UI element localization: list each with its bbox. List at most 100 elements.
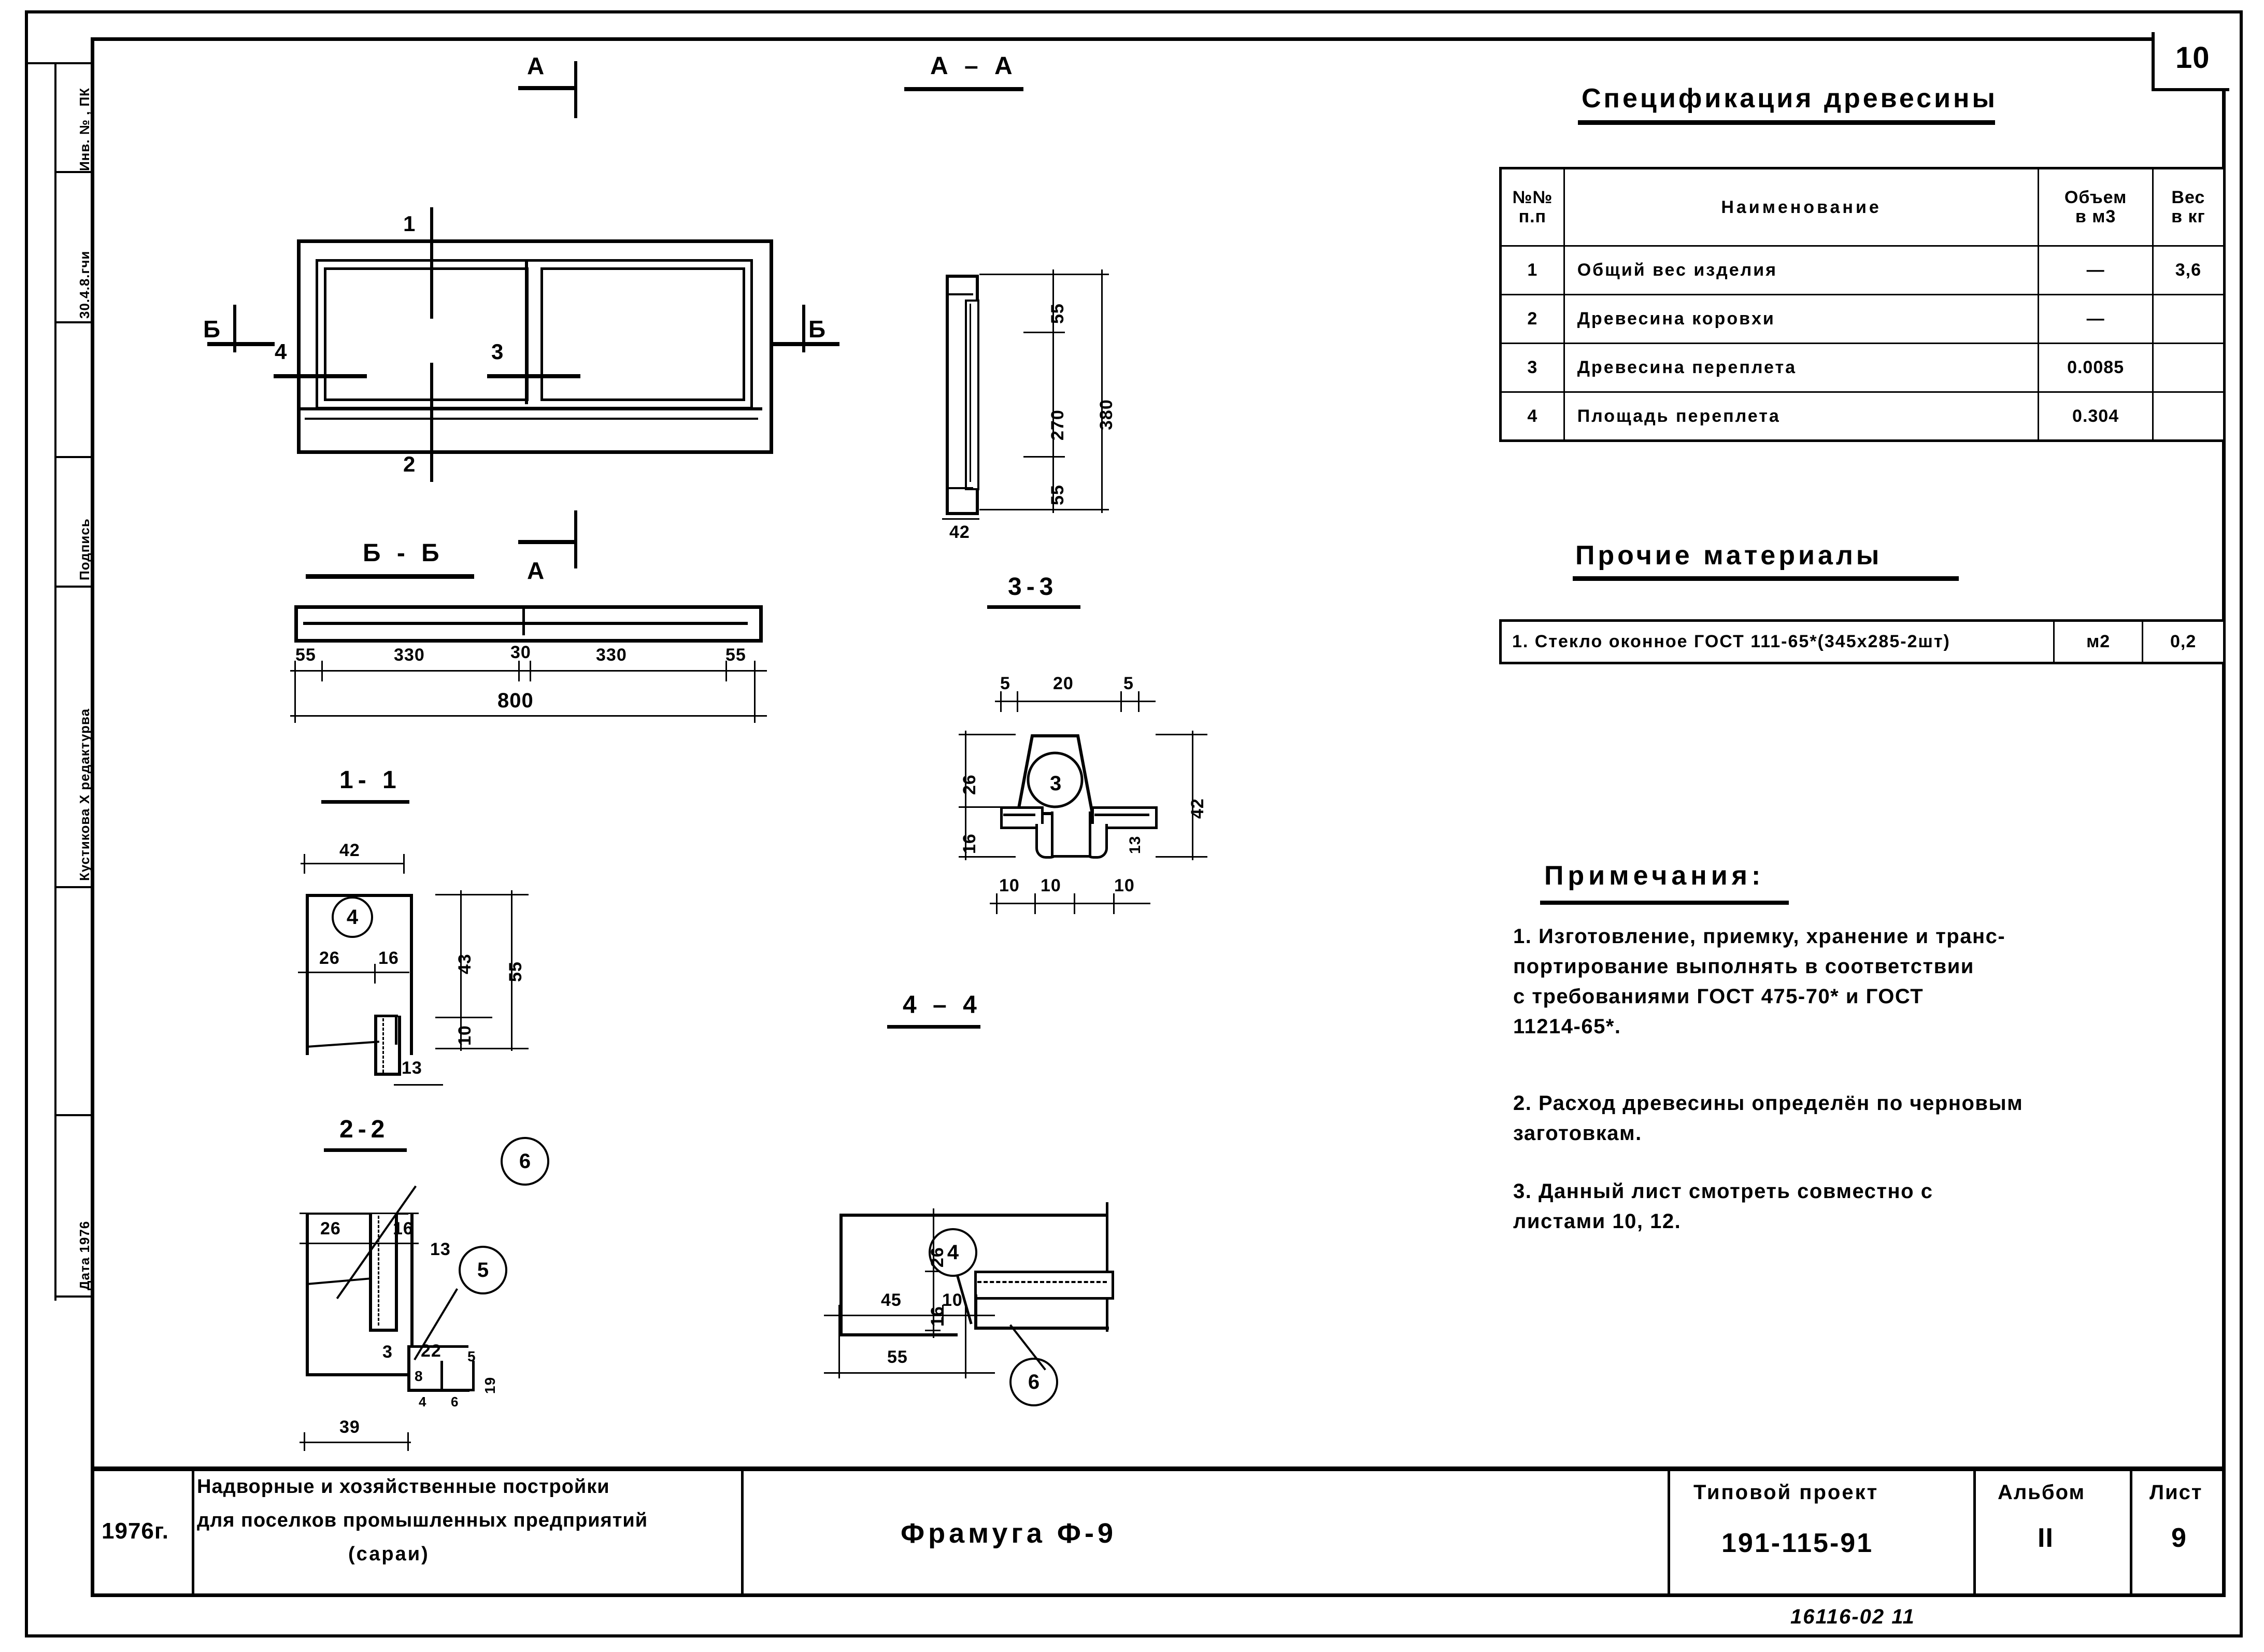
- section-bb-title-underline: [306, 574, 474, 579]
- dim-33-r-lead1: [1156, 734, 1207, 735]
- dim-11-55: 55: [506, 961, 525, 982]
- elevation-mullion: [525, 259, 528, 404]
- dim-33-10b: 10: [1041, 876, 1061, 895]
- om-row-0-qty: 0,2: [2142, 620, 2225, 664]
- frame-outer-top: [25, 10, 2243, 13]
- dim-11-42: 42: [339, 841, 360, 860]
- section-mark-b-right-arrow: [772, 342, 839, 346]
- dim-aa-lead-bot: [979, 509, 1109, 510]
- dim-11-10: 10: [455, 1025, 475, 1046]
- dim-33-t1: [1017, 691, 1018, 712]
- dim-11-43: 43: [455, 953, 475, 974]
- frame-outer-bottom: [25, 1634, 2243, 1637]
- margin-field-editor: Кустикова Х редактурва: [77, 708, 92, 881]
- dim-bb-800: 800: [497, 689, 534, 712]
- dim-aa-ext-2: [1101, 269, 1103, 513]
- margin-divider-6: [54, 886, 92, 888]
- dim-44-45-line: [824, 1315, 995, 1316]
- title-org-line2: для поселков промышленных предприятий: [197, 1509, 648, 1531]
- dim-11-42-t2: [403, 854, 405, 874]
- dim-44-lead2: [925, 1271, 941, 1272]
- title-org-line1: Надворные и хозяйственные постройки: [197, 1476, 610, 1498]
- title-block-v2: [741, 1466, 744, 1597]
- section-mark-b-left-label: Б: [203, 316, 221, 343]
- dim-aa-42: 42: [949, 522, 970, 542]
- dim-11-2616-t: [374, 964, 376, 984]
- elevation-sill-band2: [305, 418, 758, 420]
- margin-divider-8: [54, 1295, 92, 1298]
- margin-field-signature: Подпись: [77, 518, 92, 580]
- detail-22-balloon-5: 5: [459, 1246, 507, 1294]
- spec-col-name: Наименование: [1563, 167, 2040, 247]
- spec-row-0-volume: —: [2038, 245, 2154, 295]
- margin-divider-3: [54, 321, 92, 323]
- elevation-glazing-right: [540, 267, 745, 401]
- detail-11-chamfer: [395, 1015, 397, 1045]
- detail-11-dashed: [382, 1018, 384, 1073]
- spec-row-3-weight: [2152, 391, 2226, 442]
- dim-33-t0: [1000, 691, 1002, 712]
- section-mark-a-top-arrow: [518, 86, 575, 90]
- spec-row-2-no: 3: [1500, 343, 1565, 393]
- section-aa-title-underline: [904, 87, 1023, 91]
- margin-divider-2: [54, 171, 92, 173]
- detail-33-bottom: [1051, 811, 1091, 858]
- section-mark-a-top-vline: [574, 61, 577, 118]
- title-block-v3: [1668, 1466, 1670, 1597]
- dim-33-b0: [996, 893, 998, 914]
- dim-aa-lead-mid1: [1023, 332, 1065, 333]
- spec-col-no: №№ п.п: [1500, 167, 1565, 247]
- detail-22-title: 2-2: [339, 1116, 390, 1143]
- cut-mark-4: 4: [275, 339, 288, 364]
- section-3-hline: [487, 374, 580, 378]
- dim-11-mid-lead: [435, 1017, 492, 1018]
- notes-title: Примечания:: [1544, 861, 1765, 891]
- dim-22-13: 13: [430, 1240, 451, 1259]
- table-row: 1. Стекло оконное ГОСТ 111-65*(345x285-2…: [1500, 620, 2225, 664]
- dim-11-13: 13: [402, 1058, 422, 1078]
- spec-row-0-weight: 3,6: [2152, 245, 2226, 295]
- section-aa-glass-line: [970, 304, 971, 482]
- dim-33-b3: [1113, 893, 1115, 914]
- detail-44-glass-band: [974, 1271, 1114, 1300]
- dim-33-13: 13: [1127, 835, 1144, 854]
- dim-11-bot-lead: [435, 1048, 529, 1049]
- title-block-v4: [1973, 1466, 1976, 1597]
- section-mark-a-bottom-arrow: [518, 540, 575, 544]
- detail-44-bottom-rail: [974, 1294, 1109, 1330]
- section-aa-inner-glass: [965, 300, 979, 490]
- title-year: 1976г.: [102, 1518, 169, 1544]
- spec-title: Спецификация древесины: [1582, 83, 1998, 113]
- dim-33-b2: [1074, 893, 1075, 914]
- spec-row-1-name: Древесина коровхи: [1563, 294, 2040, 344]
- dim-bb-tick-4: [725, 661, 727, 681]
- detail-44-title: 4 – 4: [903, 991, 981, 1019]
- bottom-code: 16116-02 11: [1790, 1605, 1915, 1628]
- section-mark-b-left-vline: [233, 305, 236, 352]
- dim-bb-total-tick-r: [754, 671, 756, 723]
- section-4-hline: [274, 374, 367, 378]
- dim-44-55-t1: [965, 1316, 966, 1378]
- project-label: Типовой проект: [1693, 1481, 1879, 1504]
- sheet-label: Лист: [2149, 1481, 2203, 1504]
- sheet-value: 9: [2171, 1523, 2187, 1553]
- spec-row-0-no: 1: [1500, 245, 1565, 295]
- title-org-line3: (сараи): [348, 1543, 430, 1565]
- section-mark-a-bottom-label: А: [527, 557, 545, 584]
- sheet-number-value: 10: [2175, 41, 2210, 75]
- detail-44-top-rail-right: [1106, 1202, 1108, 1332]
- dim-bb-line: [290, 670, 767, 672]
- dim-33-l-ext: [965, 731, 966, 860]
- section-bb-profile: [294, 605, 763, 643]
- detail-22-notch: [440, 1361, 475, 1391]
- elevation-outer-frame: [297, 239, 773, 454]
- spec-row-3-name: Площадь переплета: [1563, 391, 2040, 442]
- dim-33-bot-line: [990, 903, 1150, 904]
- spec-title-underline: [1578, 120, 1995, 125]
- title-block-v1: [192, 1466, 194, 1597]
- dim-33-42: 42: [1188, 798, 1207, 819]
- elevation-glazing-left: [324, 267, 529, 401]
- detail-11-body: [306, 894, 413, 1055]
- dim-bb-55-right: 55: [725, 645, 746, 665]
- dim-bb-tick-2: [518, 661, 520, 681]
